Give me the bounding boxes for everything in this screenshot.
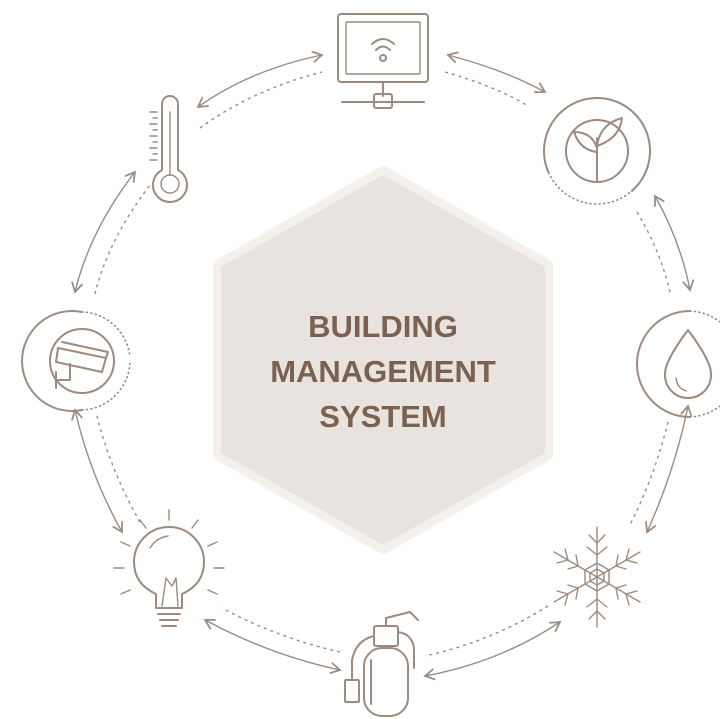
title-line-3: SYSTEM xyxy=(319,399,446,434)
arrow-plant-drop-inner xyxy=(636,211,671,293)
wifi-monitor-icon xyxy=(337,13,429,109)
title-line-1: BUILDING xyxy=(308,309,458,344)
arrow-drop-snow-outer xyxy=(645,404,693,534)
arrow-monitor-plant-outer xyxy=(446,51,547,94)
arrow-drop-snow-inner xyxy=(629,421,669,526)
thermometer-icon xyxy=(149,95,188,203)
security-camera-icon xyxy=(21,310,131,412)
arrow-ext-bulb-inner xyxy=(221,607,341,653)
center-hexagon xyxy=(213,165,553,555)
plant-leaf-icon xyxy=(543,97,652,205)
snowflake-icon xyxy=(553,526,641,628)
arrow-snow-ext-outer xyxy=(423,621,562,681)
fire-extinguisher-icon xyxy=(344,611,419,717)
arrow-plant-drop-outer xyxy=(654,194,695,292)
center-title: BUILDING MANAGEMENT SYSTEM xyxy=(270,309,496,434)
arrow-thermo-monitor-inner xyxy=(199,71,323,129)
arrow-bulb-camera-inner xyxy=(95,411,141,523)
arrow-bulb-camera-outer xyxy=(71,408,123,534)
water-drop-icon xyxy=(636,310,720,418)
title-line-2: MANAGEMENT xyxy=(270,354,496,389)
arrow-camera-thermo-inner xyxy=(94,184,151,295)
cycle-connectors xyxy=(71,50,695,681)
arrow-ext-bulb-outer xyxy=(203,618,342,674)
arrow-camera-thermo-outer xyxy=(71,170,137,294)
arrow-thermo-monitor-outer xyxy=(196,50,324,109)
light-bulb-icon xyxy=(113,509,225,627)
arrow-snow-ext-inner xyxy=(424,605,549,657)
